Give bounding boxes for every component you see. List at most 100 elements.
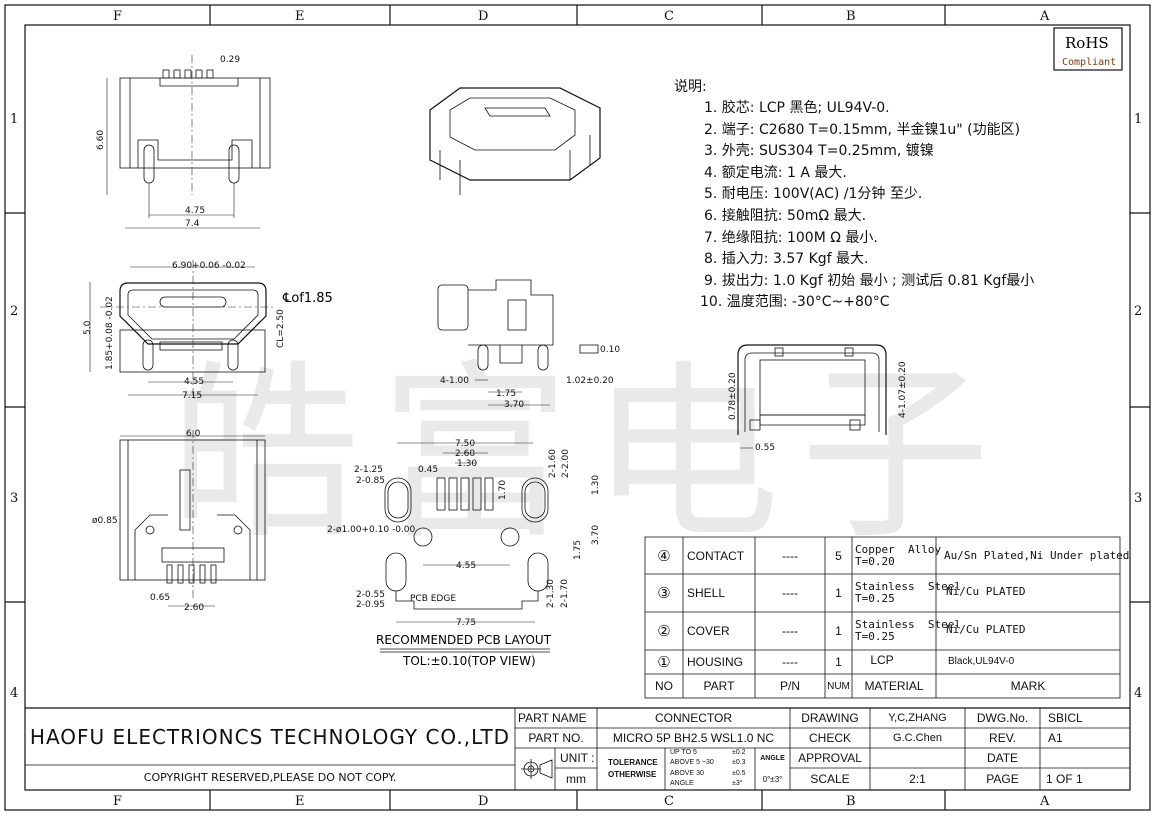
top-view: 0.29 6.60 4.75 7.4 — [96, 55, 271, 229]
dim-label: PCB EDGE — [410, 594, 456, 604]
bom-material: Stainless Steel T=0.25 — [855, 618, 961, 643]
zone-row: 1 — [1134, 112, 1142, 127]
drawing-label: DRAWING — [801, 711, 859, 725]
note-item: 3. 外壳: SUS304 T=0.25mm, 镀镍 — [704, 143, 934, 159]
dim-label: ø0.85 — [92, 516, 118, 526]
zone-row: 4 — [10, 686, 18, 701]
watermark: 皓富电子 — [170, 344, 1011, 565]
bom-no: ④ — [657, 547, 671, 565]
note-item: 10. 温度范围: -30°C~+80°C — [700, 294, 890, 310]
dim-label: 2-1.60 — [548, 449, 558, 478]
tol-range: ABOVE 5 ~30 — [670, 759, 714, 766]
copyright-notice: COPYRIGHT RESERVED,PLEASE DO NOT COPY. — [143, 771, 397, 784]
bom-pn: ---- — [782, 655, 798, 669]
zone-col: F — [113, 9, 122, 24]
dim-label: 2-0.95 — [356, 600, 385, 610]
bom-pn: ---- — [782, 624, 798, 638]
dim-label: CL=2.50 — [276, 309, 286, 348]
tol-value: ±0.5 — [732, 770, 746, 777]
bom-num: 1 — [835, 624, 842, 638]
dim-label: 0.78±0.20 — [728, 372, 738, 420]
bom-header-num: NUM — [827, 680, 850, 692]
dim-label: 4.55 — [456, 561, 476, 571]
rev-value: A1 — [1048, 731, 1063, 745]
angle-label: ANGLE — [760, 754, 785, 762]
zone-col: E — [295, 9, 305, 24]
pcb-tolerance: TOL:±0.10(TOP VIEW) — [402, 654, 536, 668]
drawing-value: Y,C,ZHANG — [888, 712, 947, 724]
tolerance-label: TOLERANCE — [608, 757, 658, 767]
dwg-no-value: SBICL — [1048, 711, 1083, 725]
bom-mark: Au/Sn Plated,Ni Under plated — [944, 549, 1130, 562]
dim-label: 0.10 — [600, 345, 620, 355]
dim-label: 1.02±0.20 — [566, 376, 614, 386]
tol-range: UP TO 5 — [670, 749, 697, 756]
check-value: G.C.Chen — [893, 732, 942, 744]
otherwise-label: OTHERWISE — [608, 769, 657, 779]
dim-label: 7.75 — [456, 618, 476, 628]
page-label: PAGE — [986, 772, 1019, 786]
zone-row: 3 — [10, 491, 18, 506]
unit-value: mm — [566, 772, 586, 786]
dim-label: 0.45 — [418, 465, 438, 475]
note-item: 8. 插入力: 3.57 Kgf 最大. — [704, 251, 869, 267]
bom-header-mark: MARK — [1010, 679, 1046, 693]
dim-label: 2-0.85 — [356, 476, 385, 486]
zone-row: 4 — [1134, 686, 1142, 701]
bom-no: ③ — [657, 585, 671, 602]
dim-label: 6.60 — [96, 130, 106, 150]
dim-label: 3.70 — [504, 400, 524, 410]
date-label: DATE — [986, 751, 1019, 765]
note-item: 9. 拔出力: 1.0 Kgf 初始 最小 ; 测试后 0.81 Kgf最小 — [704, 273, 1035, 289]
page-value: 1 OF 1 — [1046, 772, 1083, 786]
part-no-label: PART NO. — [528, 731, 584, 745]
check-label: CHECK — [808, 731, 851, 745]
rev-label: REV. — [989, 731, 1016, 745]
zone-row: 1 — [10, 112, 18, 127]
dim-label: 7.4 — [185, 219, 200, 229]
dim-label: 2-1.25 — [354, 465, 383, 475]
note-item: 1. 胶芯: LCP 黑色; UL94V-0. — [704, 100, 890, 116]
dim-label: 2.60 — [184, 603, 204, 613]
tol-value: ±0.2 — [732, 749, 746, 756]
part-name-value: CONNECTOR — [654, 711, 733, 725]
dim-label: 5.0 — [83, 320, 93, 335]
note-item: 2. 端子: C2680 T=0.15mm, 半金镍1u" (功能区) — [704, 122, 1021, 138]
zone-col: D — [478, 794, 488, 809]
dim-label: 1.75 — [573, 540, 583, 560]
dim-label: 1.75 — [496, 389, 516, 399]
scale-value: 2:1 — [909, 772, 926, 786]
rohs-subtitle: Compliant — [1062, 57, 1116, 68]
zone-col: A — [1039, 9, 1050, 24]
dim-label: 7.15 — [182, 391, 202, 401]
bom-grid — [644, 536, 1121, 699]
bom-part: COVER — [687, 624, 730, 638]
bom-header-pn: P/N — [779, 679, 800, 693]
rohs-title: RoHS — [1065, 34, 1109, 52]
zone-dividers — [5, 5, 1150, 810]
dim-label: 2-1.70 — [560, 579, 570, 608]
zone-labels-top: F E D C B A — [113, 9, 1050, 24]
zone-row: 2 — [10, 304, 18, 319]
unit-label: UNIT : — [560, 751, 595, 765]
dim-label: 7.50 — [455, 439, 475, 449]
tol-value: ±0.3 — [732, 759, 746, 766]
title-block-grid — [25, 707, 1130, 790]
zone-col: E — [295, 794, 305, 809]
bom-material: LCP — [870, 653, 894, 667]
note-item: 7. 绝缘阻抗: 100M Ω 最小. — [704, 230, 878, 246]
zone-labels-left: 1 2 3 4 1 2 3 4 — [10, 112, 1142, 701]
rear-view: 0.78±0.20 4-1.07±0.20 0.55 — [728, 344, 908, 453]
dim-label: 2-0.55 — [356, 590, 385, 600]
isometric-view — [429, 87, 601, 195]
bom-material: Stainless Steel T=0.25 — [855, 580, 961, 605]
company-name: HAOFU ELECTRIONCS TECHNOLOGY CO.,LTD — [29, 724, 511, 749]
approval-value — [870, 748, 965, 768]
dim-label: 1.85+0.08 -0.02 — [105, 296, 115, 370]
dim-label: 6.0 — [186, 429, 201, 439]
dim-label: 2-ø1.00+0.10 -0.00 — [327, 525, 416, 535]
side-view: 0.10 4-1.00 1.02±0.20 1.75 3.70 — [437, 279, 620, 410]
bom-part: CONTACT — [687, 548, 745, 563]
dim-label: 4-1.00 — [440, 376, 469, 386]
dim-label: 2-1.30 — [546, 579, 556, 608]
